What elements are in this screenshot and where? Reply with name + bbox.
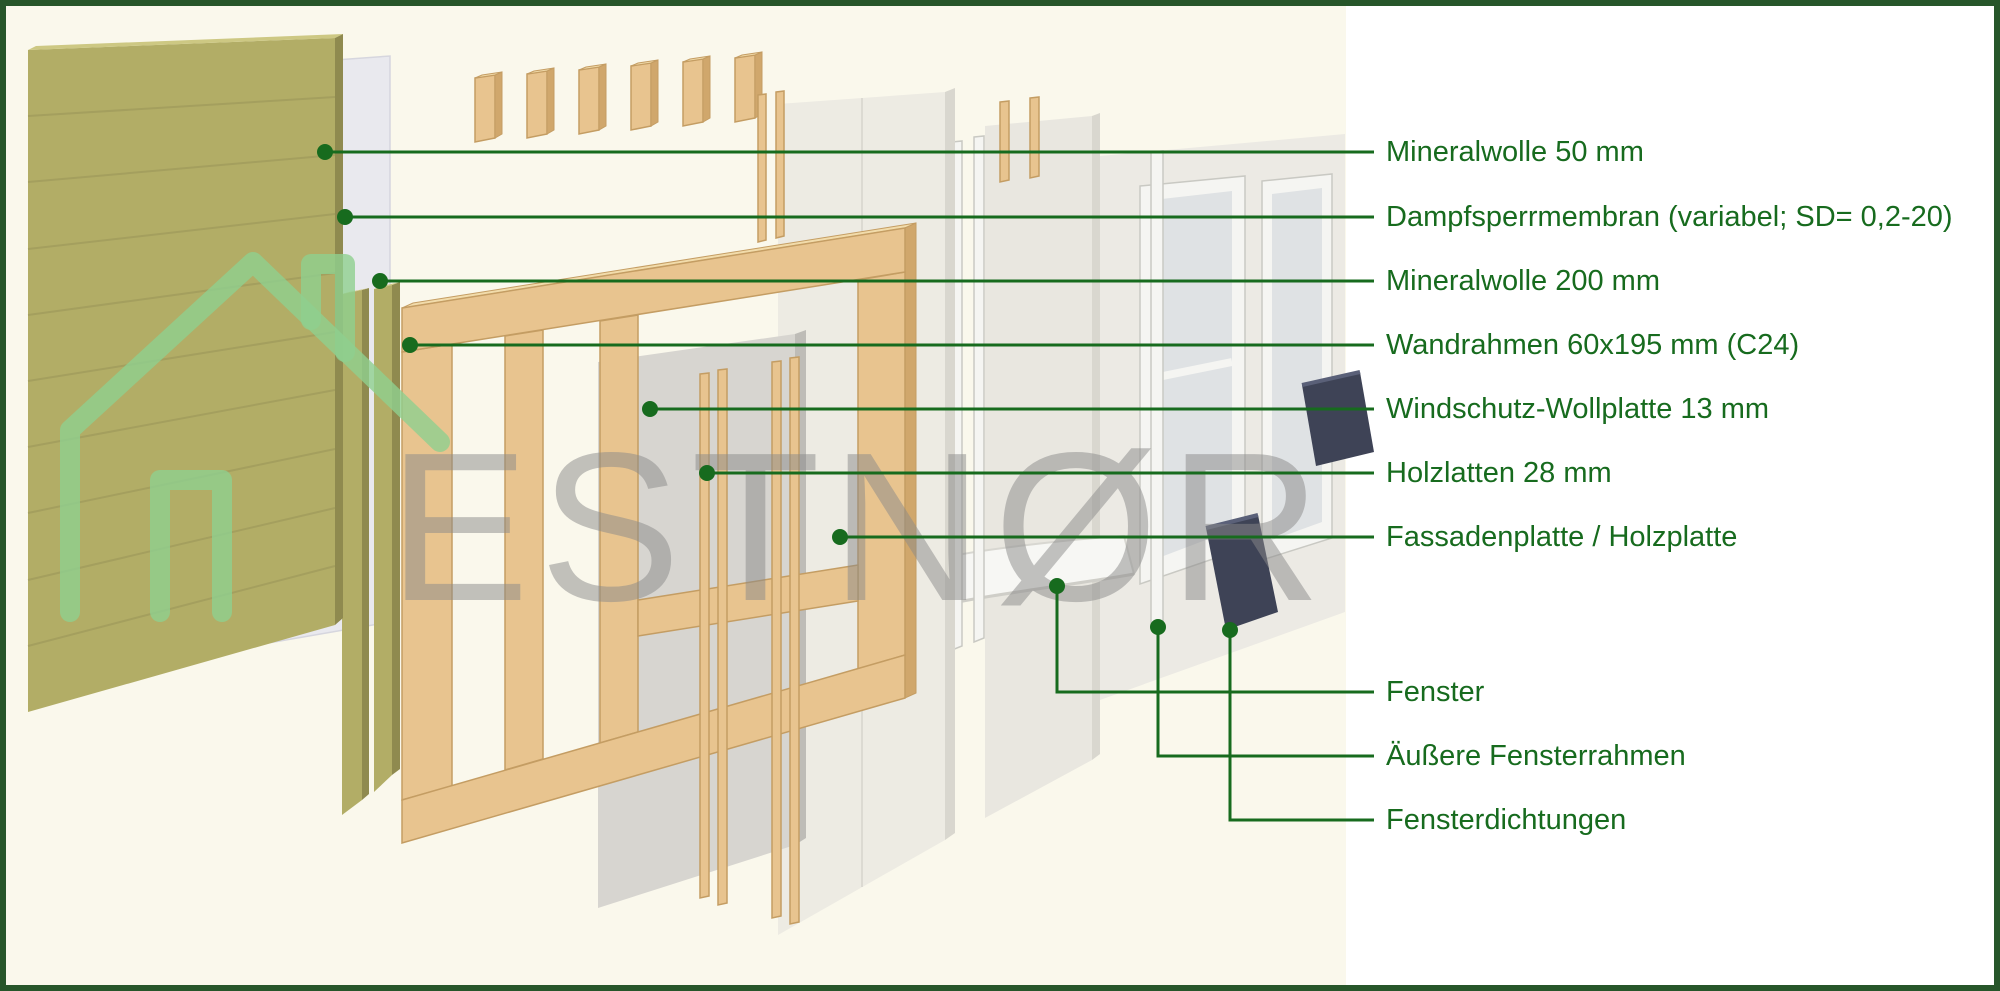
- wood-battens: [699, 356, 800, 925]
- window-mullion: [1152, 358, 1233, 382]
- label-wandrahmen: Wandrahmen 60x195 mm (C24): [1386, 329, 1800, 361]
- frame-sill-noggin: [637, 564, 859, 637]
- frame-top-rail: [401, 227, 906, 353]
- label-mineralwolle-200: Mineralwolle 200 mm: [1386, 265, 1660, 297]
- label-area-background: [1346, 0, 2000, 991]
- watermark-text: ESTNØR: [388, 408, 1331, 645]
- leader-dot-fensterrahmen: [1150, 619, 1166, 635]
- leader-dot-holzlatten: [699, 465, 715, 481]
- watermark-house-chimney-icon: [301, 254, 355, 362]
- window-seals: [1205, 370, 1374, 630]
- label-fassadenplatte: Fassadenplatte / Holzplatte: [1386, 521, 1738, 553]
- leader-dot-wandrahmen: [402, 337, 418, 353]
- top-wood-blocks: [474, 51, 785, 243]
- wool-front-face: [28, 38, 335, 712]
- leader-dot-mineralwolle-50: [317, 144, 333, 160]
- window-seal-upper: [1302, 372, 1374, 466]
- leader-dot-fensterdichtungen: [1222, 622, 1238, 638]
- leader-dot-dampfsperrmembran: [337, 209, 353, 225]
- leader-lines: [317, 144, 1374, 822]
- mineral-wool-50-panel: [27, 34, 343, 712]
- leader-dot-windschutz: [642, 401, 658, 417]
- label-fensterdichtungen: Fensterdichtungen: [1386, 804, 1627, 836]
- window-seal-lower: [1206, 515, 1278, 630]
- facade-back-sheet: [985, 113, 1100, 818]
- label-windschutz-wollplatte: Windschutz-Wollplatte 13 mm: [1386, 393, 1770, 425]
- small-top-battens: [999, 96, 1040, 183]
- leader-dot-fassadenplatte: [832, 529, 848, 545]
- leader-dot-mineralwolle-200: [372, 273, 388, 289]
- wall-frame: [401, 222, 917, 844]
- watermark: ESTNØR: [60, 252, 1331, 645]
- leader-dot-fenster: [1049, 578, 1065, 594]
- leader-line-fenster: [1055, 586, 1374, 694]
- window-pane-rear: [1261, 173, 1333, 562]
- leader-line-fensterrahmen: [1156, 627, 1374, 758]
- label-fenster: Fenster: [1386, 676, 1485, 708]
- watermark-house-door-icon: [150, 470, 232, 622]
- label-dampfsperrmembran: Dampfsperrmembran (variabel; SD= 0,2-20): [1386, 201, 1953, 233]
- leader-line-fensterdichtungen: [1228, 630, 1374, 822]
- label-aeussere-fensterrahmen: Äußere Fensterrahmen: [1386, 740, 1686, 772]
- label-mineralwolle-50: Mineralwolle 50 mm: [1386, 136, 1644, 168]
- label-holzlatten: Holzlatten 28 mm: [1386, 457, 1612, 489]
